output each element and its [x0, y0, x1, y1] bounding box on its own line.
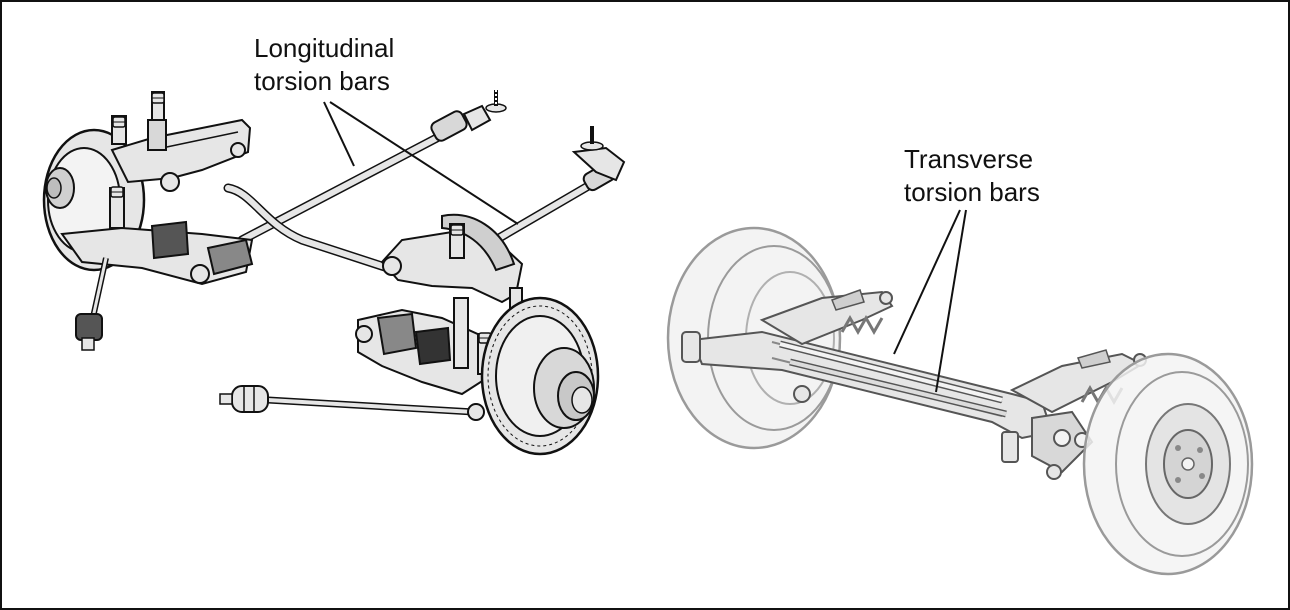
label-line: Longitudinal	[254, 33, 395, 63]
transverse-torsion-bar	[779, 340, 1007, 418]
left-stabilizer-link	[75, 257, 109, 351]
label-line: torsion bars	[254, 66, 390, 96]
longitudinal-torsion-bar	[223, 126, 626, 275]
left-lower-control-arm	[60, 172, 254, 286]
transverse-torsion-bars-label: Transverse torsion bars	[904, 143, 1040, 209]
right-brake-disc	[480, 296, 600, 456]
left-upper-control-arm	[110, 91, 252, 184]
left-trailing-arm	[681, 289, 894, 403]
rear-right-wheel	[1082, 352, 1254, 576]
tie-rod	[219, 385, 485, 421]
longitudinal-leader-lines	[323, 101, 519, 225]
right-upper-control-arm	[380, 213, 524, 315]
longitudinal-torsion-bars-label: Longitudinal torsion bars	[254, 32, 394, 98]
label-line: torsion bars	[904, 177, 1040, 207]
right-lower-control-arm	[355, 297, 493, 396]
transverse-suspension-assembly	[666, 226, 1254, 576]
label-line: Transverse	[904, 144, 1034, 174]
longitudinal-suspension-assembly	[42, 90, 626, 456]
transverse-leader-lines	[893, 209, 967, 393]
